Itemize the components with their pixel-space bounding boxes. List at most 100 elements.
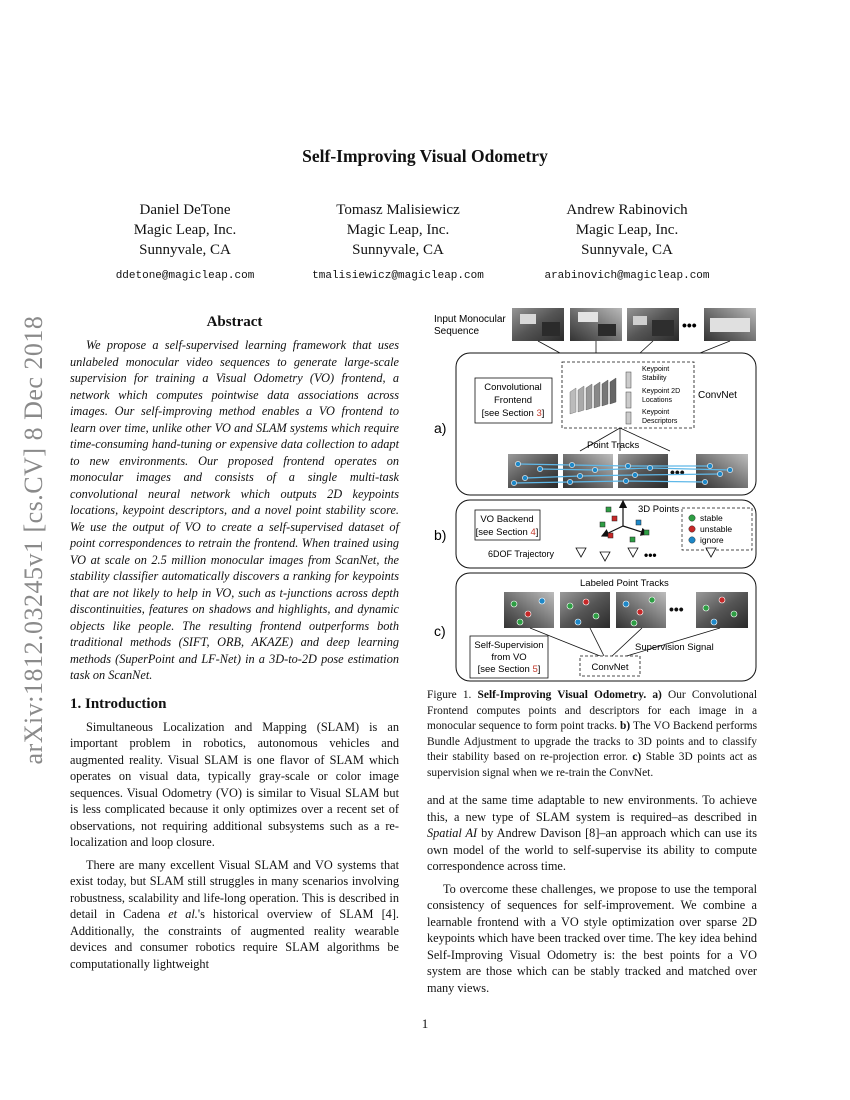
input-sequence-label-1: Input Monocular [434,314,506,325]
caption-c-text: Stable 3D points act as supervision sign… [427,751,757,779]
legend-ignore-marker [688,536,696,544]
camera-trajectory-icons [575,547,717,562]
arrow [537,340,561,354]
keypoint-descriptors-label-1: Keypoint [642,409,669,416]
frontend-label-2: Frontend [494,395,532,406]
arrow [589,627,606,659]
right-p1-part-b: by Andrew Davison [8]–an approach which … [427,826,757,873]
supervision-signal-label: Supervision Signal [635,642,714,653]
arrow [609,627,643,659]
vo-backend-box [474,509,541,541]
keypoint-stability-label-1: Keypoint [642,366,669,373]
intro-p2-emphasis: et al. [168,907,198,921]
legend-stable-marker [688,514,696,522]
right-p1-emphasis: Spatial AI [427,826,478,840]
author-name: Andrew Rabinovich [566,202,688,218]
input-frame-1 [512,306,564,341]
right-paragraph-1: and at the same time adaptable to new en… [427,792,757,875]
caption-c-label: c) [627,751,642,764]
intro-p2-part-b: 's historical overview of SLAM [4]. Addi… [70,907,399,971]
author-location: Sunnyvale, CA [352,242,444,258]
author-email[interactable]: ddetone@magicleap.com [115,270,255,282]
left-column: Abstract We propose a self-supervised le… [70,314,399,978]
keypoint-locations-label-1: Keypoint 2D [642,388,680,395]
abstract-heading: Abstract [206,314,263,330]
author-block-2: Tomasz Malisiewicz Magic Leap, Inc. Sunn… [288,200,508,286]
vo-backend-label: VO Backend [480,514,533,525]
convnet-label: ConvNet [698,390,737,401]
track-frames: ••• [508,454,748,488]
right-p1-part-a: and at the same time adaptable to new en… [427,793,757,824]
trajectory-label: 6DOF Trajectory [488,549,555,559]
labeled-tracks-label: Labeled Point Tracks [580,578,669,589]
panel-a-label: a) [434,420,446,436]
self-supervision-label-2: from VO [491,652,526,663]
arxiv-stamp-text: arXiv:1812.03245v1 [cs.CV] 8 Dec 2018 [19,315,48,765]
caption-prefix: Figure 1. [427,689,478,701]
caption-a-label: a) [646,689,662,701]
convnet-label-2: ConvNet [592,662,629,673]
arrow [619,427,671,452]
arrow [579,427,621,452]
panel-c [455,572,757,682]
intro-paragraph-1: Simultaneous Localization and Mapping (S… [70,719,399,850]
panel-b-label: b) [434,527,446,543]
author-location: Sunnyvale, CA [139,242,231,258]
intro-p2-part-a: There are many excellent Visual SLAM and… [70,857,399,922]
panel-b [455,499,757,569]
3d-points-label: 3D Points [638,504,679,515]
legend-stable-label: stable [700,513,723,523]
author-block-3: Andrew Rabinovich Magic Leap, Inc. Sunny… [517,200,737,286]
frontend-box [474,377,553,424]
author-block-1: Daniel DeTone Magic Leap, Inc. Sunnyvale… [75,200,295,286]
legend-unstable-marker [688,525,696,533]
convnet-box-2 [579,655,641,677]
input-frame-3 [627,306,679,341]
arrow [699,340,731,354]
legend-unstable-label: unstable [700,524,732,534]
labeled-ellipsis: ••• [669,601,684,617]
convnet-layers-icon [569,371,632,425]
right-paragraph-2: To overcome these challenges, we propose… [427,881,757,995]
3d-points [599,506,650,543]
figure-1-diagram: Input Monocular Sequence ••• a) Convolu [434,306,757,682]
author-affiliation: Magic Leap, Inc. [133,222,237,238]
trajectory-ellipsis: ••• [644,548,657,562]
caption-b-text: The VO Backend performs Bundle Adjustmen… [427,720,757,764]
frontend-label-1: Convolutional [484,382,542,393]
legend-ignore-label: ignore [700,535,724,545]
arrow [639,340,654,354]
page-number: 1 [421,1016,429,1031]
arrow [529,627,606,659]
input-sequence-label-2: Sequence [434,326,479,337]
caption-b-label: b) [617,720,631,733]
intro-paragraph-2: There are many excellent Visual SLAM and… [70,857,399,973]
convnet-box [561,361,695,429]
author-name: Tomasz Malisiewicz [336,202,460,218]
abstract-text: We propose a self-supervised learning fr… [70,338,399,682]
paper-title: Self-Improving Visual Odometry [302,146,548,166]
keypoint-descriptors-label-2: Descriptors [642,418,678,425]
author-affiliation: Magic Leap, Inc. [575,222,679,238]
input-frame-2 [570,306,622,341]
self-supervision-box [469,635,549,679]
input-frame-4 [704,306,756,341]
self-supervision-ref: [see Section 5] [478,664,541,675]
panel-c-label: c) [434,623,446,639]
self-supervision-label-1: Self-Supervision [474,640,543,651]
section-heading-introduction: 1. Introduction [70,695,167,712]
panel-a [455,352,757,496]
author-email[interactable]: tmalisiewicz@magicleap.com [312,270,484,282]
right-column-text: and at the same time adaptable to new en… [427,792,757,1002]
point-tracks-label: Point Tracks [587,440,640,451]
keypoint-stability-label-2: Stability [642,375,667,382]
labeled-track-frames: ••• [504,592,748,628]
frontend-ref: [see Section 3] [482,408,545,419]
caption-title: Self-Improving Visual Odometry. [477,689,647,701]
author-name: Daniel DeTone [139,202,231,218]
author-location: Sunnyvale, CA [581,242,673,258]
keypoint-locations-label-2: Locations [642,397,672,404]
author-email[interactable]: arabinovich@magicleap.com [544,270,710,282]
vo-backend-ref: [see Section 4] [476,527,539,538]
figure-1: Input Monocular Sequence ••• a) Convolu [430,306,758,682]
